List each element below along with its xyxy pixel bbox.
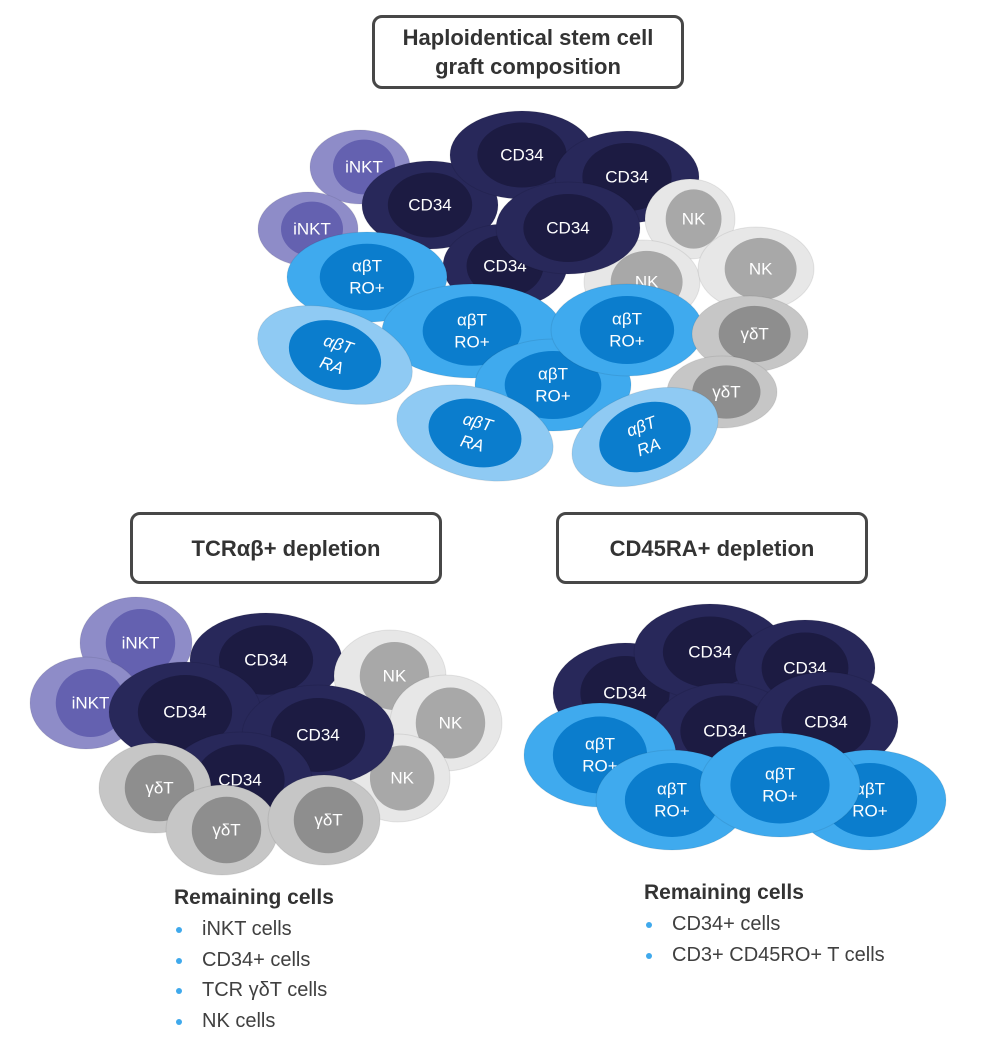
cell-label: γδT: [712, 382, 740, 401]
cell-label: γδT: [740, 324, 768, 343]
cell-label: CD34: [296, 725, 339, 744]
left-remaining-cells: Remaining cells iNKT cells CD34+ cells T…: [174, 884, 334, 1036]
cell-label: iNKT: [345, 157, 383, 176]
cell-label: αβT: [352, 256, 382, 275]
cell-nucleus: [724, 237, 797, 301]
cell-label: RO+: [852, 801, 888, 820]
cell-gdt: γδT: [165, 784, 279, 876]
cell-nucleus: [624, 763, 720, 837]
list-item: CD34+ cells: [644, 909, 885, 940]
cell-nucleus: [288, 320, 382, 390]
cell-gdt: γδT: [267, 774, 381, 866]
tcr-depletion-box: TCRαβ+ depletion: [130, 512, 442, 584]
cell-nucleus: [191, 796, 262, 864]
cell-nucleus: [369, 745, 435, 811]
cell-label: αβT: [612, 309, 642, 328]
right-remaining-cells: Remaining cells CD34+ cells CD3+ CD45RO+…: [644, 879, 885, 970]
cell-label: γδT: [145, 778, 173, 797]
cell-nucleus: [428, 398, 522, 468]
cell-nk: NK: [644, 178, 736, 260]
cell-nucleus: [730, 746, 830, 824]
left-remaining-title: Remaining cells: [174, 886, 334, 909]
cell-label: γδT: [212, 820, 240, 839]
cell-ro: αβT RO+: [550, 283, 704, 377]
cell-nucleus: [55, 668, 126, 738]
cell-ro: αβT RO+: [699, 732, 861, 838]
cell-nucleus: [477, 122, 567, 188]
cell-nucleus: [523, 193, 613, 263]
cell-label: NK: [749, 259, 773, 278]
cell-nucleus: [579, 295, 675, 365]
cd45ra-depletion-heading: CD45RA+ depletion: [609, 535, 815, 561]
cell-label: CD34: [244, 650, 287, 669]
cell-label: αβT: [457, 310, 487, 329]
cell-label: RO+: [609, 331, 645, 350]
list-item: CD3+ CD45RO+ T cells: [644, 940, 885, 971]
title-box: Haploidentical stem cell graft compositi…: [372, 15, 684, 89]
cell-nucleus: [665, 189, 722, 249]
cluster-graft: iNKTiNKTCD34CD34CD34NKNKNKCD34CD34αβTRO+…: [257, 110, 815, 488]
page-title: Haploidentical stem cell graft compositi…: [402, 25, 654, 79]
cell-nucleus: [319, 243, 415, 311]
cell-label: αβT: [585, 734, 615, 753]
cell-label: RO+: [762, 786, 798, 805]
tcr-depletion-heading: TCRαβ+ depletion: [191, 535, 381, 561]
cell-label: CD34: [605, 167, 648, 186]
cell-nucleus: [293, 786, 364, 854]
cell-label: NK: [439, 713, 463, 732]
cell-label: γδT: [314, 810, 342, 829]
cell-label: RO+: [582, 756, 618, 775]
cell-label: NK: [383, 666, 407, 685]
cell-label: αβT: [538, 364, 568, 383]
cell-label: αβT: [765, 764, 795, 783]
list-item: iNKT cells: [174, 914, 334, 945]
right-remaining-title: Remaining cells: [644, 881, 804, 904]
cell-nucleus: [105, 608, 176, 678]
cell-label: RO+: [454, 332, 490, 351]
cell-cd34: CD34: [361, 160, 499, 250]
cell-nucleus: [599, 401, 691, 473]
cell-label: iNKT: [122, 633, 160, 652]
cell-nucleus: [718, 305, 791, 363]
cell-label: CD34: [688, 642, 731, 661]
cell-label: CD34: [546, 218, 589, 237]
cell-label: iNKT: [72, 693, 110, 712]
cell-nucleus: [504, 350, 602, 420]
cell-label: CD34: [218, 770, 261, 789]
cell-label: RO+: [349, 278, 385, 297]
cell-gdt: γδT: [691, 295, 809, 373]
cell-label: CD34: [603, 683, 646, 702]
cell-nucleus: [415, 687, 486, 759]
cell-nucleus: [387, 172, 473, 238]
cell-label: CD34: [163, 702, 206, 721]
cell-nucleus: [218, 625, 314, 695]
cell-label: RO+: [535, 386, 571, 405]
cell-label: RO+: [654, 801, 690, 820]
cd45ra-depletion-box: CD45RA+ depletion: [556, 512, 868, 584]
cell-label: CD34: [408, 195, 451, 214]
cell-nucleus: [137, 675, 233, 749]
cell-label: αβT: [855, 779, 885, 798]
cell-nucleus: [422, 296, 522, 366]
cell-label: iNKT: [293, 219, 331, 238]
cell-label: NK: [390, 768, 414, 787]
cell-label: NK: [682, 209, 706, 228]
cell-label: αβT: [657, 779, 687, 798]
list-item: CD34+ cells: [174, 945, 334, 976]
cell-label: CD34: [703, 721, 746, 740]
cell-nk: NK: [697, 226, 815, 312]
cell-label: CD34: [804, 712, 847, 731]
list-item: TCR γδT cells: [174, 975, 334, 1006]
list-item: NK cells: [174, 1006, 334, 1037]
cell-label: CD34: [500, 145, 543, 164]
cell-nucleus: [662, 616, 758, 688]
cell-label: CD34: [483, 256, 526, 275]
cell-cd34: CD34: [495, 181, 641, 275]
